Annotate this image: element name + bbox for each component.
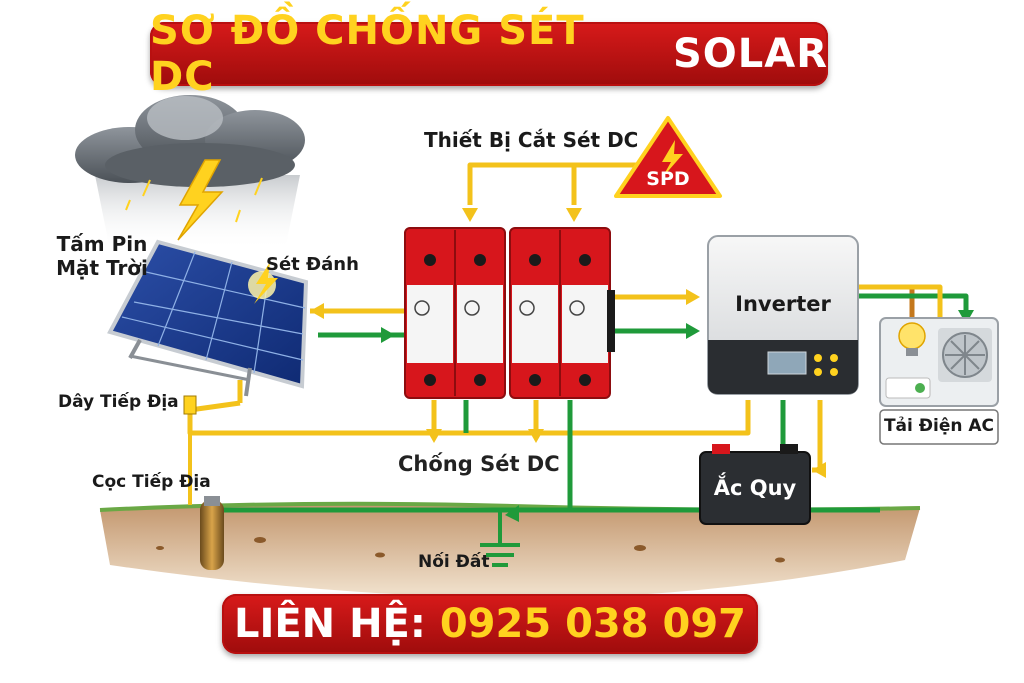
title-part2: SOLAR [672, 31, 828, 77]
contact-label: LIÊN HỆ: [233, 601, 426, 647]
label-solar-panel-line1: Tấm Pin [56, 232, 148, 256]
label-earth: Nối Đất [418, 552, 490, 572]
spd-device-2 [509, 227, 615, 399]
wire-breaker-feed [467, 162, 672, 205]
lightning-bolt-icon [125, 159, 263, 241]
title-part1: SƠ ĐỒ CHỐNG SÉT DC [150, 8, 585, 100]
title-banner: SƠ ĐỒ CHỐNG SÉT DC SOLAR [150, 8, 828, 100]
label-solar-panel-line2: Mặt Trời [56, 256, 148, 280]
label-solar-panel: Tấm Pin Mặt Trời [42, 232, 162, 280]
inverter-unit [707, 235, 859, 395]
battery-unit [699, 444, 811, 525]
contact-phone: 0925 038 097 [439, 601, 746, 647]
flow-arrows [310, 208, 826, 478]
label-battery: Ắc Quy [713, 476, 797, 500]
wire-ground-bus [187, 400, 751, 436]
label-spd-badge: SPD [646, 168, 690, 190]
earth-ground-icon [480, 510, 520, 567]
label-ground-rod: Cọc Tiếp Địa [92, 472, 211, 492]
label-lightning-strike: Sét Đánh [266, 254, 359, 275]
strike-point-icon [248, 262, 278, 304]
label-inverter: Inverter [735, 292, 831, 316]
ac-load-label-box [879, 409, 999, 445]
label-ac-load: Tải Điện AC [883, 416, 995, 436]
label-ground-wire: Dây Tiếp Địa [58, 392, 179, 412]
label-dc-surge: Chống Sét DC [398, 452, 560, 476]
ground-rod [200, 496, 224, 570]
ac-load-unit [879, 317, 999, 407]
spd-warning-triangle-icon [614, 116, 722, 198]
contact-banner: LIÊN HỆ: 0925 038 097 [222, 594, 758, 654]
ground-clamp-icon [183, 395, 197, 415]
light-bulb-icon [898, 322, 926, 356]
spd-device-1 [404, 227, 506, 399]
label-dc-breaker: Thiết Bị Cắt Sét DC [424, 128, 639, 152]
